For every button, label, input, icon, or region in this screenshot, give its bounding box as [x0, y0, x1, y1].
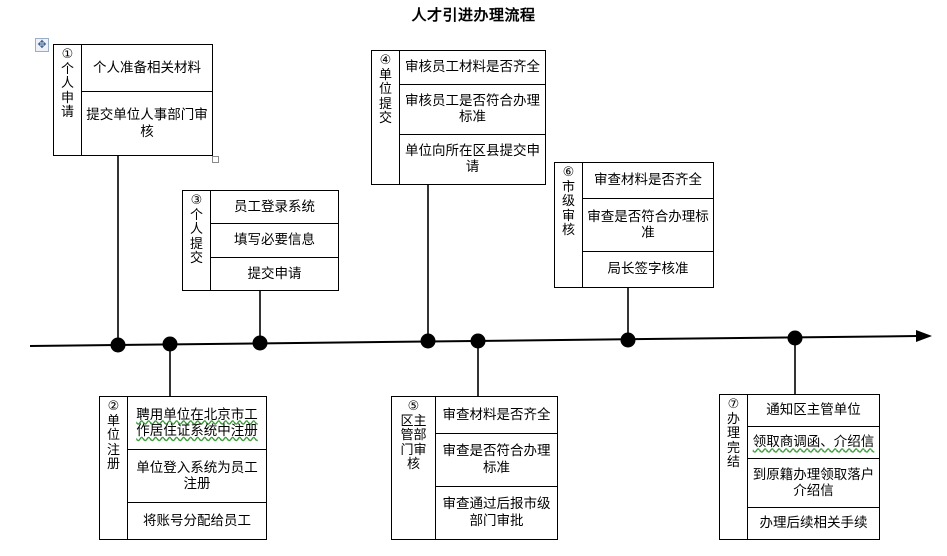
process-row-text: 将账号分配给员工 — [143, 512, 251, 528]
process-box-2-number: ② — [107, 398, 120, 413]
process-box-1-number: ① — [61, 46, 74, 61]
timeline-node — [110, 337, 126, 353]
process-box-5-number: ⑤ — [407, 398, 420, 413]
process-row-text: 单位向所在区县提交申请 — [405, 142, 540, 175]
process-box-7-label: ⑦ 办 理 完 结 — [720, 395, 748, 539]
process-box-6-title: 市 级 审 核 — [561, 178, 575, 238]
process-row-text: 审核员工是否符合办理标准 — [405, 92, 540, 125]
process-row-text: 单位登入系统为员工注册 — [136, 459, 258, 492]
timeline-node — [620, 332, 636, 348]
process-row[interactable]: 审查材料是否齐全 — [583, 163, 713, 200]
process-box-3-number: ③ — [190, 192, 203, 207]
timeline-node — [162, 336, 178, 352]
process-row-text: 填写必要信息 — [234, 232, 315, 248]
process-box-4[interactable]: ④ 单 位 提 交 审核员工材料是否齐全 审核员工是否符合办理标准 单位向所在区… — [371, 50, 546, 185]
process-box-6-number: ⑥ — [562, 164, 575, 179]
process-box-7-number: ⑦ — [727, 396, 740, 411]
process-row-text: 个人准备相关材料 — [93, 59, 201, 75]
process-row[interactable]: 聘用单位在北京市工作居住证系统中注册 — [128, 397, 266, 451]
process-box-2-title: 单 位 注 册 — [106, 412, 120, 472]
process-box-6-label: ⑥ 市 级 审 核 — [555, 163, 583, 287]
process-row[interactable]: 领取商调函、介绍信 — [748, 427, 879, 460]
process-row[interactable]: 单位向所在区县提交申请 — [400, 135, 545, 184]
process-row[interactable]: 审核员工材料是否齐全 — [400, 51, 545, 85]
process-box-3-label: ③ 个 人 提 交 — [183, 191, 211, 290]
process-box-3[interactable]: ③ 个 人 提 交 员工登录系统 填写必要信息 提交申请 — [182, 190, 339, 291]
timeline-node — [252, 335, 268, 351]
process-row[interactable]: 审查是否符合办理标准 — [583, 199, 713, 252]
process-box-7[interactable]: ⑦ 办 理 完 结 通知区主管单位 领取商调函、介绍信 到原籍办理领取落户介绍信… — [719, 394, 880, 540]
process-row-text: 提交申请 — [247, 265, 302, 281]
move-handle-icon[interactable]: ✥ — [35, 38, 49, 52]
timeline-node — [470, 333, 486, 349]
move-handle-glyph: ✥ — [37, 38, 47, 51]
timeline-node — [787, 330, 803, 346]
process-row[interactable]: 通知区主管单位 — [748, 395, 879, 428]
process-box-1-rows: 个人准备相关材料 提交单位人事部门审核 — [82, 45, 212, 155]
process-row-text: 审查材料是否齐全 — [442, 406, 551, 422]
process-row-text: 审查是否符合办理标准 — [442, 443, 551, 475]
timeline-node — [420, 333, 436, 349]
process-box-2-label: ② 单 位 注 册 — [100, 397, 128, 539]
process-box-4-rows: 审核员工材料是否齐全 审核员工是否符合办理标准 单位向所在区县提交申请 — [400, 51, 545, 184]
process-box-5-label: ⑤ 区主 管部 门审 核 — [392, 397, 436, 539]
process-row-text: 审查材料是否齐全 — [594, 172, 702, 188]
resize-handle-icon[interactable] — [212, 156, 219, 163]
process-box-1[interactable]: ① 个 人 申 请 个人准备相关材料 提交单位人事部门审核 — [53, 44, 213, 156]
process-row-text: 到原籍办理领取落户介绍信 — [752, 466, 875, 499]
process-row[interactable]: 提交申请 — [211, 258, 338, 290]
process-box-5[interactable]: ⑤ 区主 管部 门审 核 审查材料是否齐全 审查是否符合办理标准 审查通过后报市… — [391, 396, 558, 540]
process-row[interactable]: 办理后续相关手续 — [748, 508, 879, 539]
process-row-text: 审查是否符合办理标准 — [587, 208, 709, 240]
process-row[interactable]: 将账号分配给员工 — [128, 503, 266, 539]
process-box-7-rows: 通知区主管单位 领取商调函、介绍信 到原籍办理领取落户介绍信 办理后续相关手续 — [748, 395, 879, 539]
arrow-right-icon — [916, 330, 932, 342]
process-row-text: 审核员工材料是否齐全 — [405, 59, 540, 75]
process-row-text: 办理后续相关手续 — [759, 515, 868, 531]
process-row-text: 局长签字核准 — [607, 261, 689, 277]
process-row-text: 提交单位人事部门审核 — [86, 107, 208, 139]
process-row[interactable]: 提交单位人事部门审核 — [82, 92, 212, 155]
process-box-4-label: ④ 单 位 提 交 — [372, 51, 400, 184]
process-box-5-rows: 审查材料是否齐全 审查是否符合办理标准 审查通过后报市级部门审批 — [436, 397, 557, 539]
page-title: 人才引进办理流程 — [411, 7, 536, 24]
process-box-5-title: 区主 管部 门审 核 — [400, 412, 427, 472]
process-box-4-title: 单 位 提 交 — [378, 66, 392, 126]
process-box-6-rows: 审查材料是否齐全 审查是否符合办理标准 局长签字核准 — [583, 163, 713, 287]
process-row[interactable]: 审查材料是否齐全 — [436, 397, 557, 434]
process-box-2[interactable]: ② 单 位 注 册 聘用单位在北京市工作居住证系统中注册 单位登入系统为员工注册… — [99, 396, 267, 540]
timeline-line — [29, 335, 919, 347]
process-row[interactable]: 个人准备相关材料 — [82, 45, 212, 93]
process-row-text: 审查通过后报市级部门审批 — [442, 496, 551, 528]
process-row[interactable]: 单位登入系统为员工注册 — [128, 450, 266, 504]
process-box-1-label: ① 个 人 申 请 — [54, 45, 82, 155]
process-box-3-rows: 员工登录系统 填写必要信息 提交申请 — [211, 191, 338, 290]
process-box-2-rows: 聘用单位在北京市工作居住证系统中注册 单位登入系统为员工注册 将账号分配给员工 — [128, 397, 266, 539]
process-box-6[interactable]: ⑥ 市 级 审 核 审查材料是否齐全 审查是否符合办理标准 局长签字核准 — [554, 162, 714, 288]
process-box-1-title: 个 人 申 请 — [60, 60, 74, 120]
process-row-text: 员工登录系统 — [234, 198, 315, 214]
process-box-3-title: 个 人 提 交 — [189, 206, 203, 266]
process-row[interactable]: 审核员工是否符合办理标准 — [400, 85, 545, 135]
process-row[interactable]: 局长签字核准 — [583, 252, 713, 287]
process-row-text: 领取商调函、介绍信 — [752, 434, 875, 450]
process-row[interactable]: 员工登录系统 — [211, 191, 338, 225]
process-row[interactable]: 审查是否符合办理标准 — [436, 434, 557, 487]
process-row-text: 聘用单位在北京市工作居住证系统中注册 — [136, 406, 258, 439]
process-row[interactable]: 到原籍办理领取落户介绍信 — [748, 459, 879, 508]
process-row-text: 通知区主管单位 — [766, 402, 861, 418]
process-box-4-number: ④ — [379, 52, 392, 67]
process-row[interactable]: 填写必要信息 — [211, 224, 338, 258]
process-box-7-title: 办 理 完 结 — [726, 410, 740, 470]
process-row[interactable]: 审查通过后报市级部门审批 — [436, 487, 557, 539]
